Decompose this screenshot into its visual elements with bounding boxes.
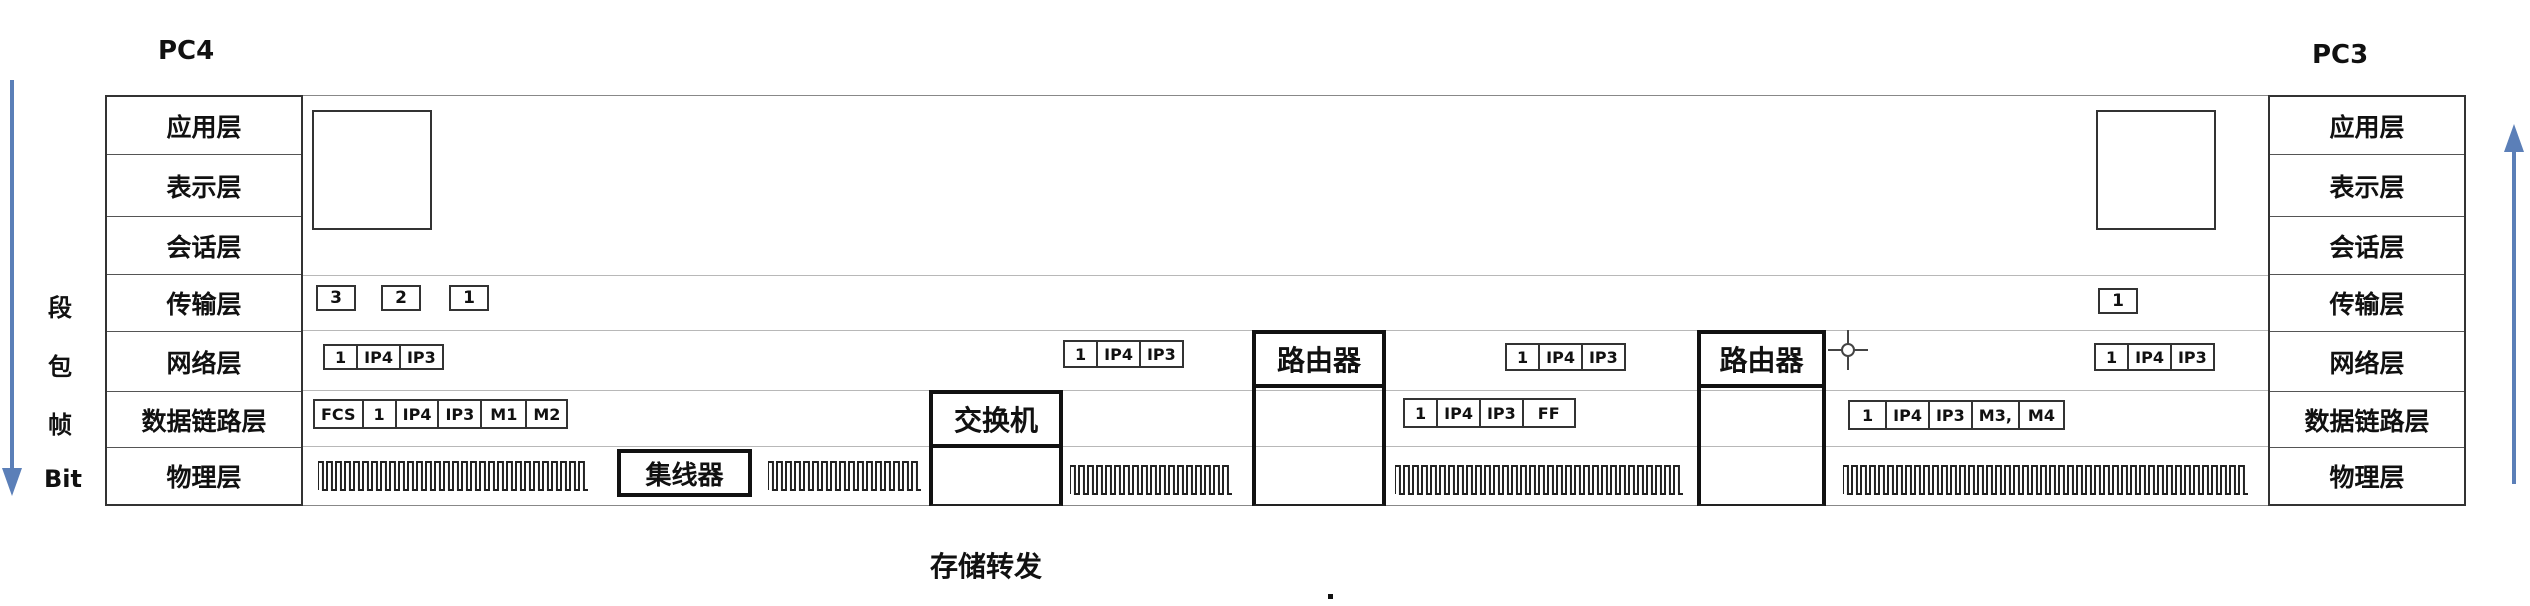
pdu-label-packet: 包 [48,353,72,381]
frame-between-routers: 1 IP4 IP3 FF [1403,398,1576,428]
bit-waveform [318,461,588,491]
packet-field: IP4 [2129,345,2172,369]
dot-mark [1328,594,1333,599]
packet-field: 1 [325,346,359,368]
pc4-layer-physical: 物理层 [166,463,242,492]
bit-signal [1070,465,1232,495]
frame-field: IP3 [1481,400,1524,426]
frame-pc3: 1 IP4 IP3 M3, M4 [1848,400,2065,430]
packet-field: IP3 [1588,347,1618,367]
pc3-layer-application: 应用层 [2270,97,2464,155]
pdu-label-bit: Bit [44,465,82,493]
store-forward-note: 存储转发 [930,550,1043,583]
bit-signal [318,461,588,491]
pc3-layer-transport: 传输层 [2270,275,2464,332]
frame-field: M2 [533,404,561,424]
frame-pc4: FCS 1 IP4 IP3 M1 M2 [313,399,569,429]
pc3-layer-session: 会话层 [2270,217,2464,275]
down-arrow-icon [2,80,22,496]
packet-field: IP4 [358,346,401,368]
bit-waveform [1395,465,1683,495]
pc4-data-box [312,110,432,230]
pc3-label: PC3 [2312,40,2369,70]
segment-1: 1 [449,285,489,311]
switch-device: 交换机 [929,390,1063,448]
packet-after-switch: 1 IP4 IP3 [1063,340,1184,368]
pc4-layer-datalink: 数据链路层 [107,392,301,448]
segment-1-received: 1 [2098,288,2138,314]
segment-3: 3 [316,285,356,311]
packet-field: IP4 [1540,345,1583,369]
packet-field: IP3 [1146,344,1176,364]
bit-waveform [1843,465,2248,495]
frame-field: FF [1537,403,1560,423]
packet-pc4: 1 IP4 IP3 [323,344,444,370]
pc4-layer-application: 应用层 [107,97,301,155]
frame-field: M4 [2027,405,2055,425]
bit-signal [1843,465,2248,495]
crosshair-cursor-icon [1828,330,1868,370]
pc4-layer-presentation: 表示层 [107,155,301,217]
router2-body [1697,386,1826,506]
bit-signal [1395,465,1683,495]
layer-line [303,390,2268,391]
frame-field: M1 [482,401,528,427]
packet-field: 1 [2096,345,2130,369]
frame-field: FCS [315,401,364,427]
router1-device: 路由器 [1252,330,1386,388]
packet-field: 1 [1065,342,1099,366]
frame-field: 1 [1405,400,1439,426]
frame-field: IP4 [1438,400,1481,426]
pc3-layer-datalink: 数据链路层 [2270,392,2464,448]
pdu-label-frame: 帧 [48,411,72,439]
packet-field: IP3 [2177,347,2207,367]
hub-device: 集线器 [617,449,752,497]
pc4-layer-transport: 传输层 [107,275,301,332]
pc4-layer-stack: 应用层 表示层 会话层 传输层 网络层 数据链路层 物理层 [105,95,303,506]
pc4-label: PC4 [158,36,215,66]
packet-pc3: 1 IP4 IP3 [2094,343,2215,371]
frame-field: 1 [1850,402,1888,428]
packet-field: IP4 [1098,342,1141,366]
frame-field: 1 [364,401,397,427]
packet-field: IP3 [406,347,436,367]
frame-field: IP3 [439,401,483,427]
pdu-label-segment: 段 [48,294,72,322]
pc4-layer-network: 网络层 [107,332,301,392]
up-arrow-icon [2504,124,2524,484]
packet-field: 1 [1507,345,1541,369]
layer-line [105,95,2466,96]
pc3-layer-network: 网络层 [2270,332,2464,392]
bit-signal [768,461,921,491]
router2-device: 路由器 [1697,330,1826,388]
pc4-layer-session: 会话层 [107,217,301,275]
frame-field: IP4 [1887,402,1930,428]
pc3-layer-stack: 应用层 表示层 会话层 传输层 网络层 数据链路层 物理层 [2268,95,2466,506]
pc3-layer-physical: 物理层 [2329,463,2405,492]
packet-between-routers: 1 IP4 IP3 [1505,343,1626,371]
layer-line [303,275,2268,276]
segment-2: 2 [381,285,421,311]
pc3-data-box [2096,110,2216,230]
frame-field: M3, [1973,402,2020,428]
layer-line [303,446,2268,447]
switch-body [929,446,1063,506]
pc3-layer-presentation: 表示层 [2270,155,2464,217]
router1-body [1252,386,1386,506]
bit-waveform [768,461,921,491]
bit-waveform [1070,465,1232,495]
frame-field: IP4 [397,401,440,427]
frame-field: IP3 [1930,402,1973,428]
